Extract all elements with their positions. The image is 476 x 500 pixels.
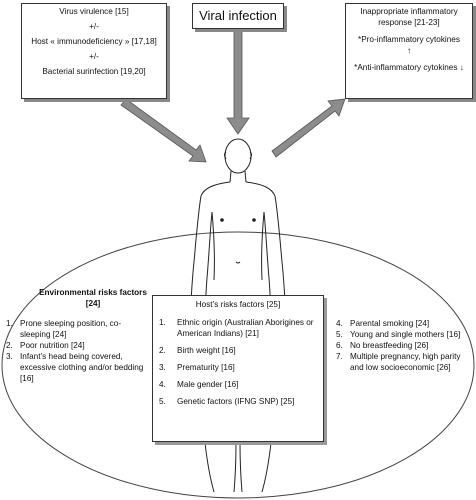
list-item: 3.Prematurity [16]: [159, 363, 235, 372]
inflammatory-response-box: Inappropriate inflammatory response [21-…: [345, 3, 473, 99]
host-risk-factors-box: Host’s risks factors [25] 1.Ethnic origi…: [152, 295, 324, 442]
environment-ellipse: [1, 231, 475, 499]
anti-inflammatory-line: *Anti-inflammatory cytokines ↓: [352, 62, 466, 73]
other-factors-list: 4.Parental smoking [24] 5.Young and sing…: [336, 318, 466, 373]
plus-minus-separator: +/-: [89, 22, 99, 31]
list-item: 6.No breastfeeding [26]: [336, 341, 429, 350]
list-item: 7.Multiple pregnancy, high parity and lo…: [336, 352, 461, 372]
list-item: 1.Prone sleeping position, co-sleeping […: [6, 319, 122, 339]
pro-inflammatory-text: *Pro-inflammatory cytokines: [358, 35, 460, 44]
host-title: Host’s risks factors [25]: [195, 300, 281, 309]
environmental-title: Environmental risks factors [24]: [39, 288, 147, 308]
viral-infection-label: Viral infection: [199, 8, 277, 23]
human-figure: [189, 138, 287, 493]
arrow-up-right: [271, 98, 346, 158]
arrow-down-right: [120, 98, 207, 163]
viral-infection-box: Viral infection: [192, 3, 284, 29]
environmental-list: 1.Prone sleeping position, co-sleeping […: [6, 318, 150, 384]
arrow-down-icon: ↓: [459, 63, 464, 72]
arrow-down: [226, 29, 250, 135]
list-item: 2.Poor nutrition [24]: [6, 341, 85, 350]
anti-inflammatory-text: *Anti-inflammatory cytokines: [354, 63, 458, 72]
host-list: 1.Ethnic origin (Australian Aborigines o…: [159, 317, 317, 407]
virus-virulence-text: Virus virulence [15]: [59, 7, 129, 16]
list-item: 5.Young and single mothers [16]: [336, 330, 461, 339]
arrows: [120, 29, 346, 163]
list-item: 1.Ethnic origin (Australian Aborigines o…: [159, 318, 314, 338]
list-item: 5.Genetic factors (IFNG SNP) [25]: [159, 397, 295, 406]
list-item: 4.Parental smoking [24]: [336, 319, 430, 328]
pro-inflammatory-line: *Pro-inflammatory cytokines ↑: [352, 34, 466, 56]
virus-factors-box: Virus virulence [15] +/- Host « immunode…: [21, 3, 167, 99]
inflammatory-title: Inappropriate inflammatory response [21-…: [360, 7, 458, 27]
bacterial-surinfection-text: Bacterial surinfection [19,20]: [42, 67, 146, 76]
list-item: 4.Male gender [16]: [159, 380, 239, 389]
plus-minus-separator: +/-: [89, 52, 99, 61]
arrow-up-icon: ↑: [406, 46, 412, 55]
list-item: 3.Infant’s head being covered, excessive…: [6, 352, 144, 383]
list-item: 2.Birth weight [16]: [159, 346, 236, 355]
host-immunodeficiency-text: Host « immunodeficiency » [17,18]: [31, 37, 157, 46]
